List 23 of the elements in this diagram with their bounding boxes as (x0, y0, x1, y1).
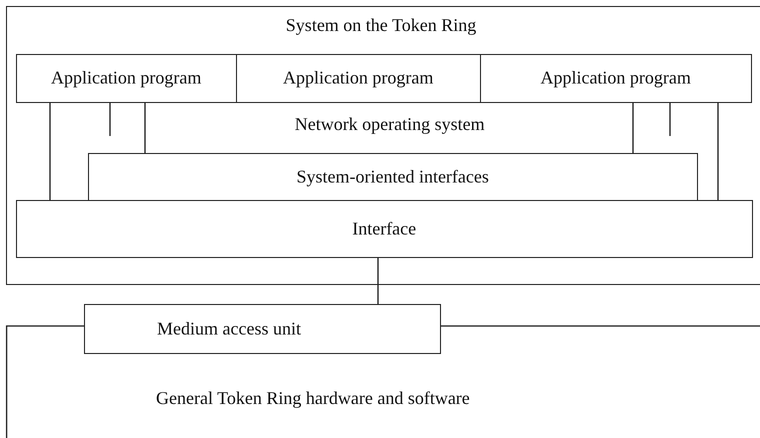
layer-box (236, 54, 481, 103)
layer-label: System-oriented interfaces (296, 166, 489, 188)
connector-line (717, 103, 719, 200)
layer-box (16, 200, 753, 258)
connector-line (632, 103, 634, 153)
connector-line (109, 103, 111, 136)
layer-label: Application program (540, 68, 691, 89)
connector-line (144, 103, 146, 153)
connector-line (49, 103, 51, 200)
connector-line (669, 103, 671, 136)
layer-label: Application program (50, 68, 202, 89)
layer-box (480, 54, 752, 103)
connector-line (377, 258, 379, 304)
layer-box (16, 54, 237, 103)
layer-box (84, 304, 441, 354)
layer-label: General Token Ring hardware and software (156, 388, 470, 409)
layer-label: Interface (352, 218, 416, 240)
layer-label: Medium access unit (157, 318, 301, 340)
layer-label: Application program (282, 68, 434, 89)
layer-label: Network operating system (100, 106, 680, 144)
layer-label: System on the Token Ring (286, 15, 476, 36)
layer-box (88, 152, 698, 201)
system-panel (6, 6, 760, 285)
